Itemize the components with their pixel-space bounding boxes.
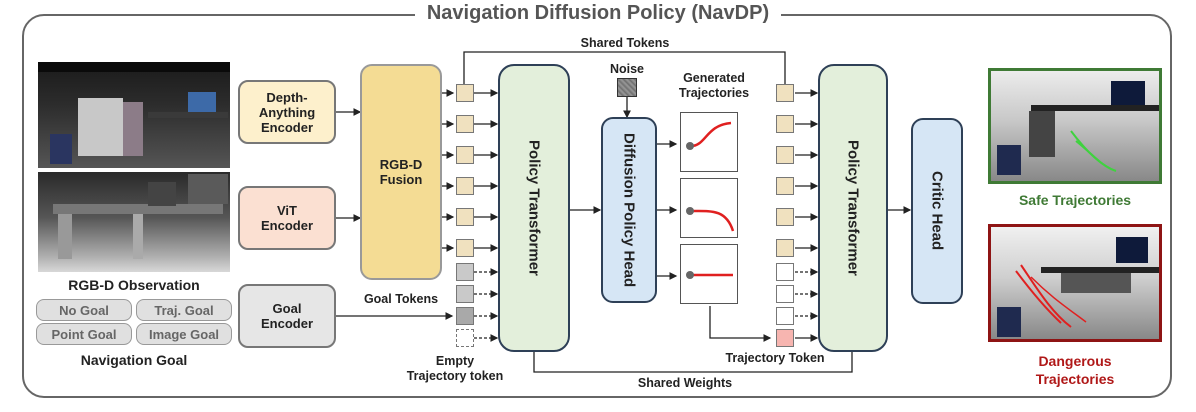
goal-option-traj-goal[interactable]: Traj. Goal: [136, 299, 232, 321]
trajectory-sample-1: [680, 112, 738, 172]
goal-option-image-goal[interactable]: Image Goal: [136, 323, 232, 345]
goal-token: [456, 285, 474, 303]
goal-encoder: Goal Encoder: [238, 284, 336, 348]
token: [456, 146, 474, 164]
token: [776, 146, 794, 164]
token: [776, 307, 794, 325]
trajectory-token-label: Trajectory Token: [725, 351, 825, 365]
token: [776, 208, 794, 226]
critic-head: Critic Head: [911, 118, 963, 304]
token: [456, 84, 474, 102]
token: [456, 239, 474, 257]
token: [776, 84, 794, 102]
dangerous-trajectories-label: Dangerous Trajectories: [1035, 353, 1115, 387]
token: [776, 177, 794, 195]
diagram-title: Navigation Diffusion Policy (NavDP): [0, 2, 1196, 25]
safe-trajectories-image: [988, 68, 1162, 184]
rgbd-fusion-block: RGB-D Fusion: [360, 64, 442, 280]
vit-encoder: ViT Encoder: [238, 186, 336, 250]
noise-label: Noise: [609, 62, 645, 76]
shared-tokens-label: Shared Tokens: [580, 36, 670, 50]
goal-option-point-goal[interactable]: Point Goal: [36, 323, 132, 345]
token: [776, 263, 794, 281]
navigation-goal-label: Navigation Goal: [80, 352, 188, 368]
dangerous-trajectories-image: [988, 224, 1162, 342]
token: [456, 177, 474, 195]
trajectory-token: [776, 329, 794, 347]
empty-trajectory-token: [456, 329, 474, 347]
policy-transformer-left: Policy Transformer: [498, 64, 570, 352]
generated-trajectories-label: Generated Trajectories: [678, 71, 750, 100]
goal-token: [456, 263, 474, 281]
token: [776, 239, 794, 257]
token: [776, 115, 794, 133]
safe-trajectories-label: Safe Trajectories: [1018, 192, 1132, 208]
rgb-observation-image: [38, 62, 230, 168]
depth-observation-image: [38, 172, 230, 272]
rgbd-observation-label: RGB-D Observation: [68, 277, 200, 293]
goal-tokens-label: Goal Tokens: [363, 292, 439, 306]
depth-anything-encoder: Depth- Anything Encoder: [238, 80, 336, 144]
token: [456, 115, 474, 133]
token: [456, 208, 474, 226]
policy-transformer-right: Policy Transformer: [818, 64, 888, 352]
goal-token: [456, 307, 474, 325]
noise-icon: [617, 78, 637, 97]
diffusion-policy-head: Diffusion Policy Head: [601, 117, 657, 303]
goal-option-no-goal[interactable]: No Goal: [36, 299, 132, 321]
empty-trajectory-token-label: Empty Trajectory token: [406, 354, 504, 383]
trajectory-sample-2: [680, 178, 738, 238]
token: [776, 285, 794, 303]
trajectory-sample-3: [680, 244, 738, 304]
shared-weights-label: Shared Weights: [637, 376, 733, 390]
